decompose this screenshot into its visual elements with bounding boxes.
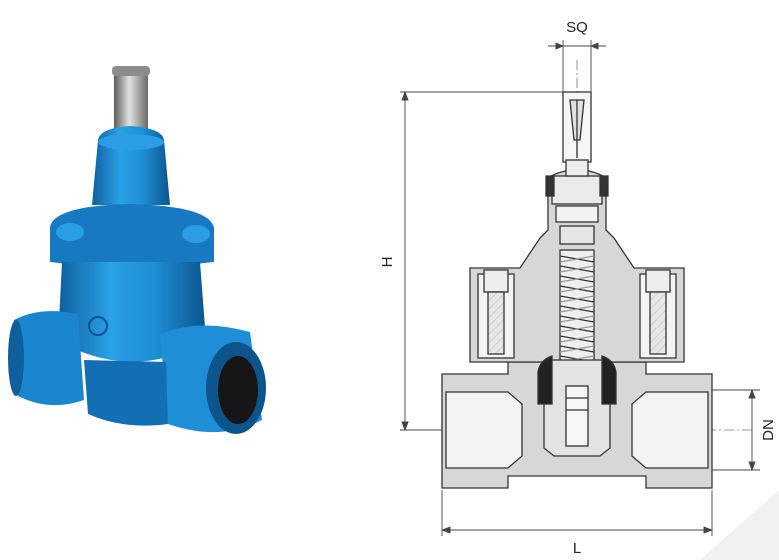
corner-decoration	[700, 490, 779, 560]
pipe-opening	[218, 356, 258, 424]
dimension-lines	[400, 40, 760, 536]
dim-label-sq: SQ	[566, 19, 588, 36]
bolt-right	[182, 225, 210, 243]
valve-photo	[8, 66, 266, 434]
dim-label-l: L	[573, 540, 581, 557]
valve-stem	[114, 70, 148, 145]
dim-label-dn: DN	[760, 419, 777, 441]
left-end-coupling	[14, 311, 84, 406]
gland-cap	[551, 175, 603, 205]
bolt-left	[56, 223, 84, 241]
dim-label-h: H	[379, 257, 396, 268]
stem-spring	[559, 249, 595, 371]
valve-cross-section	[400, 60, 752, 489]
